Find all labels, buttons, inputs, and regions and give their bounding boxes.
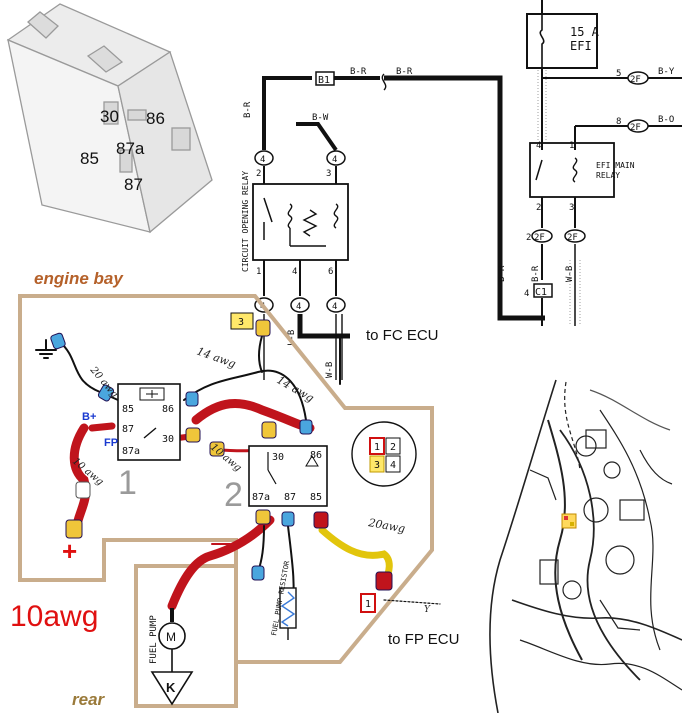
pin-4-cor: 4 <box>292 267 297 277</box>
plug-pin-3: 3 <box>374 460 380 471</box>
relay1-pin-85: 85 <box>122 404 134 415</box>
fuse-rating: 15 A <box>570 25 600 39</box>
hand-y: Y <box>424 605 431 615</box>
connector-c1: C1 <box>535 287 547 298</box>
hand-20awg-b: 20awg <box>366 516 406 535</box>
pin-2-c: 2 <box>526 233 531 243</box>
circuit-opening-relay-title: CIRCUIT OPENING RELAY <box>241 171 250 272</box>
connector-tags: B1 4 4 4 4 4 2F 2F 2F 2F C1 <box>254 71 649 313</box>
connector-b1: B1 <box>318 75 330 86</box>
pin-1-efi: 1 <box>569 141 574 151</box>
wire-lb-vert: L-B <box>287 330 297 346</box>
engine-bay-plug-highlight <box>561 513 577 529</box>
wire-br-vert-2: B-R <box>497 265 507 282</box>
motor-symbol: M <box>166 630 176 644</box>
connector-2f-b: 2F <box>630 123 641 133</box>
wire-by: B-Y <box>658 67 675 77</box>
relay1-number: 1 <box>118 464 137 502</box>
photo-pin-86: 86 <box>146 109 165 128</box>
wire-br-2: B-R <box>396 67 413 77</box>
fuel-pump-label: FUEL PUMP <box>149 615 159 664</box>
circuit-opening-relay-box <box>252 183 349 261</box>
relay2-pin-30: 30 <box>272 452 284 463</box>
connector-4-d: 4 <box>296 302 301 312</box>
wire-bo: B-O <box>658 115 674 125</box>
tag-3-box <box>230 312 254 330</box>
hand-14awg-b: 14 awg <box>275 373 317 405</box>
gauge-10awg-label: 10awg <box>10 600 98 633</box>
relay-1: 85 86 87 30 87a <box>117 383 181 461</box>
pin-1-cor: 1 <box>256 267 261 277</box>
plug-pin-1: 1 <box>374 442 380 453</box>
photo-pin-87a: 87a <box>116 139 145 158</box>
relay2-number: 2 <box>224 476 243 514</box>
ground-k: K <box>166 680 176 695</box>
terminals <box>50 319 393 591</box>
relay-2: 30 86 87a 87 85 <box>248 445 328 507</box>
hand-10awg: 10 awg <box>208 442 243 474</box>
pin-4-c1: 4 <box>524 289 529 299</box>
rear-label: rear <box>72 690 106 709</box>
plug-pin-4: 4 <box>390 460 396 471</box>
connector-4-b: 4 <box>332 155 337 165</box>
pin-3-cor: 3 <box>326 169 331 179</box>
connector-2f-d: 2F <box>567 233 578 243</box>
wire-br-vert-3: B-R <box>531 265 541 282</box>
pin-2-efi: 2 <box>536 203 541 213</box>
wire-wb-vert-2: W-B <box>325 362 335 378</box>
plug-pin-2: 2 <box>390 442 396 453</box>
relay2-pin-85: 85 <box>310 492 322 503</box>
pin-3-efi: 3 <box>569 203 574 213</box>
engine-bay-outline <box>18 294 434 664</box>
wire-br-1: B-R <box>350 67 367 77</box>
connector-4-a: 4 <box>260 155 265 165</box>
relay2-pin-86: 86 <box>310 450 322 461</box>
pin-4-efi: 4 <box>536 141 541 151</box>
to-fp-ecu-label: to FP ECU <box>388 631 459 648</box>
relay1-pin-87: 87 <box>122 424 134 435</box>
connector-4-e: 4 <box>332 302 337 312</box>
fp-label: FP <box>104 437 118 449</box>
wire-br-vert: B-R <box>243 101 253 118</box>
efi-main-relay-title2: RELAY <box>596 171 620 180</box>
photo-pin-85: 85 <box>80 149 99 168</box>
efi-main-relay-title1: EFI MAIN <box>596 161 635 170</box>
hand-14awg-a: 14 awg <box>195 345 238 371</box>
pin-6-cor: 6 <box>328 267 333 277</box>
connector-2f-c: 2F <box>534 233 545 243</box>
tag-1-box <box>360 593 376 613</box>
plug-diagram: 1 2 3 4 <box>351 421 417 487</box>
tag-1: 1 <box>365 599 371 610</box>
relay-photo <box>6 3 213 234</box>
pin-2-cor: 2 <box>256 169 261 179</box>
photo-pin-30: 30 <box>100 107 119 126</box>
to-fc-ecu-label: to FC ECU <box>366 327 439 344</box>
tag-3: 3 <box>238 317 244 328</box>
photo-pin-87: 87 <box>124 175 143 194</box>
relay1-pin-86: 86 <box>162 404 174 415</box>
wire-bw: B-W <box>312 113 329 123</box>
rear-outline <box>134 564 238 708</box>
pin-8: 8 <box>616 117 621 127</box>
relay1-pin-30: 30 <box>162 434 174 445</box>
pin-5: 5 <box>616 69 621 79</box>
relay2-pin-87a: 87a <box>252 492 270 503</box>
efi-main-relay-box <box>529 142 615 198</box>
relay2-pin-87: 87 <box>284 492 296 503</box>
relay1-pin-87a: 87a <box>122 446 140 457</box>
wire-wb-vert: W-B <box>565 266 575 282</box>
fuel-pump-resistor <box>279 587 297 640</box>
b-plus-label: B+ <box>82 411 96 423</box>
engine-bay-label: engine bay <box>34 269 124 288</box>
factory-schematic <box>252 0 682 380</box>
fuse-box <box>526 13 598 69</box>
plus-sign: + <box>62 536 77 566</box>
fuel-pump: M K <box>150 608 194 706</box>
engine-bay-photo <box>489 379 682 713</box>
connector-2f-a: 2F <box>630 75 641 85</box>
fuse-name: EFI <box>570 39 592 53</box>
